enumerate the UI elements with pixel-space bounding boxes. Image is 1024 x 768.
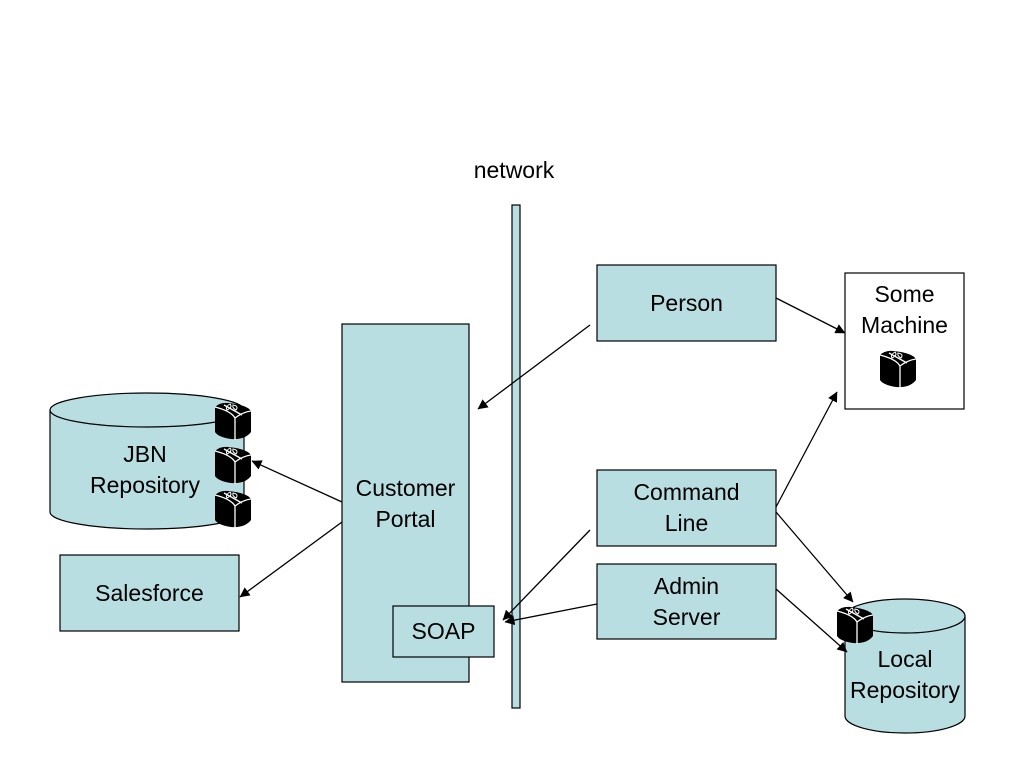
soap-box: [392, 605, 495, 658]
local-repository-cylinder: [844, 598, 966, 734]
salesforce-box: [59, 554, 240, 632]
package-icon: [214, 490, 252, 529]
arrow-adminserver-to-soap: [504, 603, 598, 626]
arrow-portal-to-jbn: [251, 460, 343, 503]
network-bar: [511, 204, 521, 709]
arrow-adminserver-to-localrepo: [775, 588, 848, 653]
arrow-portal-to-salesforce: [239, 521, 343, 598]
command-line-box: [596, 469, 777, 547]
arrow-commandline-to-soap: [502, 529, 591, 621]
command-line-label: Command Line: [633, 479, 740, 536]
arrow-commandline-to-machine: [775, 391, 838, 508]
salesforce-label: Salesforce: [95, 579, 204, 606]
person-box: [596, 264, 777, 342]
local-repository-label: Local Repository: [850, 646, 960, 703]
admin-server-label: Admin Server: [652, 573, 721, 630]
package-icon: [214, 402, 252, 441]
network-label: network: [473, 156, 555, 183]
jbn-repository-label: JBN Repository: [90, 441, 200, 498]
package-icon: [879, 350, 917, 389]
soap-label: SOAP: [411, 618, 476, 644]
person-label: Person: [650, 289, 723, 316]
arrow-person-to-machine: [775, 297, 846, 334]
package-icon: [214, 446, 252, 485]
some-machine-label: Some Machine: [861, 281, 948, 338]
package-icon: [836, 606, 874, 645]
customer-portal-label: Customer Portal: [355, 475, 456, 532]
admin-server-box: [596, 563, 777, 640]
arrow-person-to-portal: [477, 324, 591, 410]
arrow-commandline-to-localrepo: [775, 511, 854, 603]
jbn-repository-cylinder: [49, 392, 245, 530]
